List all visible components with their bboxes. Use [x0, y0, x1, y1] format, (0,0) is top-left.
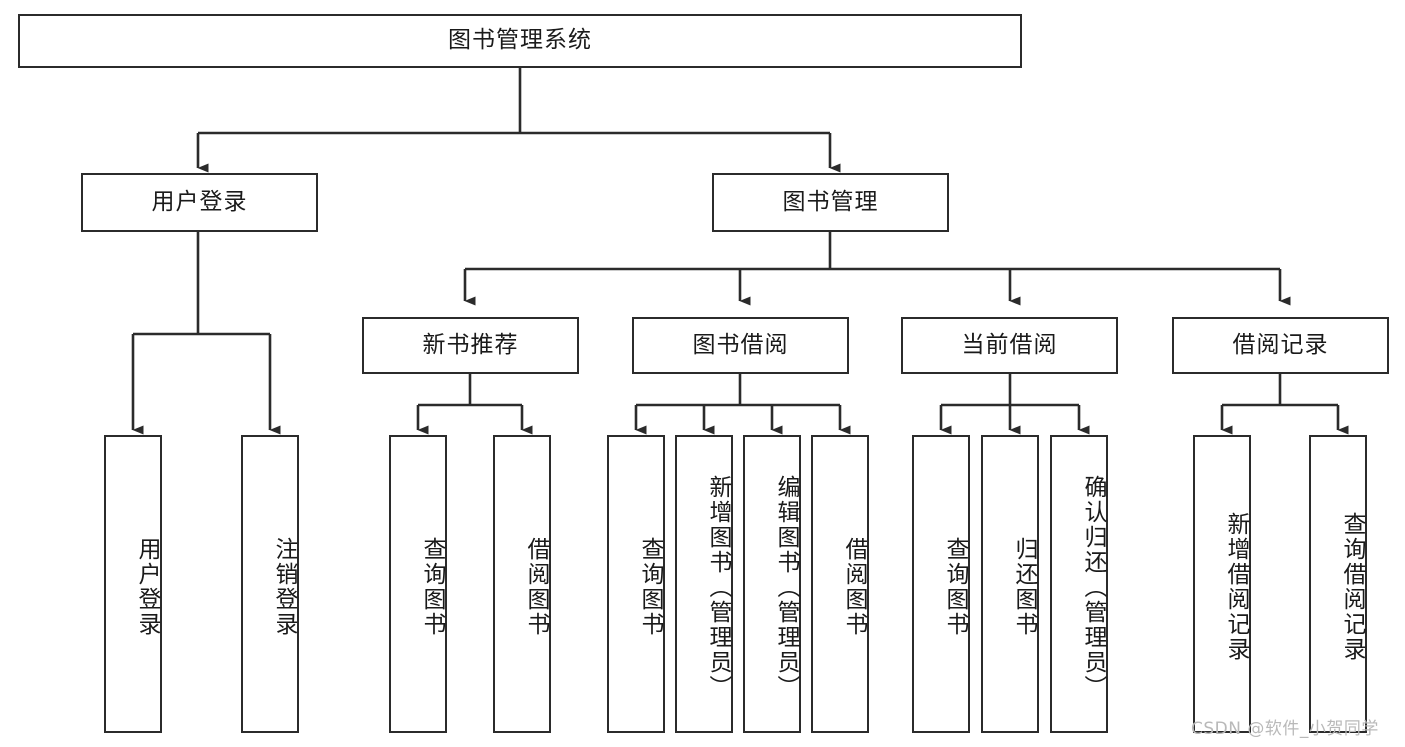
leaf-user-login-signin[interactable]: 用户登录 [104, 435, 162, 733]
node-root-system[interactable]: 图书管理系统 [18, 14, 1022, 68]
leaf-new-book-borrow-label: 借阅图书 [523, 537, 549, 637]
node-book-borrow[interactable]: 图书借阅 [632, 317, 849, 374]
leaf-current-borrow-return[interactable]: 归还图书 [981, 435, 1039, 733]
leaf-book-borrow-edit[interactable]: 编辑图书（管理员） [743, 435, 801, 733]
node-root-system-label: 图书管理系统 [448, 27, 592, 54]
node-current-borrow-label: 当前借阅 [961, 331, 1058, 358]
leaf-borrow-record-query-label: 查询借阅记录 [1339, 512, 1365, 662]
node-book-borrow-label: 图书借阅 [692, 331, 789, 358]
node-current-borrow[interactable]: 当前借阅 [901, 317, 1118, 374]
leaf-current-borrow-query-label: 查询图书 [942, 537, 968, 637]
node-book-management-label: 图书管理 [782, 188, 879, 215]
node-user-login[interactable]: 用户登录 [81, 173, 318, 232]
node-new-book-recommend[interactable]: 新书推荐 [362, 317, 579, 374]
node-borrow-record[interactable]: 借阅记录 [1172, 317, 1389, 374]
leaf-book-borrow-query[interactable]: 查询图书 [607, 435, 665, 733]
leaf-book-borrow-add[interactable]: 新增图书（管理员） [675, 435, 733, 733]
leaf-book-borrow-query-label: 查询图书 [637, 537, 663, 637]
node-book-management[interactable]: 图书管理 [712, 173, 949, 232]
leaf-current-borrow-query[interactable]: 查询图书 [912, 435, 970, 733]
leaf-book-borrow-add-label: 新增图书（管理员） [705, 474, 731, 700]
node-borrow-record-label: 借阅记录 [1232, 331, 1329, 358]
leaf-new-book-query[interactable]: 查询图书 [389, 435, 447, 733]
leaf-book-borrow-lend-label: 借阅图书 [841, 537, 867, 637]
leaf-book-borrow-lend[interactable]: 借阅图书 [811, 435, 869, 733]
leaf-current-borrow-confirm[interactable]: 确认归还（管理员） [1050, 435, 1108, 733]
leaf-current-borrow-return-label: 归还图书 [1011, 537, 1037, 637]
leaf-new-book-borrow[interactable]: 借阅图书 [493, 435, 551, 733]
leaf-user-login-signout-label: 注销登录 [271, 537, 297, 637]
leaf-borrow-record-add[interactable]: 新增借阅记录 [1193, 435, 1251, 733]
leaf-user-login-signin-label: 用户登录 [134, 537, 160, 637]
leaf-new-book-query-label: 查询图书 [419, 537, 445, 637]
csdn-watermark: CSDN @软件_小贺同学 [1191, 719, 1379, 739]
leaf-current-borrow-confirm-label: 确认归还（管理员） [1080, 474, 1106, 700]
node-user-login-label: 用户登录 [151, 188, 248, 215]
leaf-borrow-record-add-label: 新增借阅记录 [1223, 512, 1249, 662]
leaf-book-borrow-edit-label: 编辑图书（管理员） [773, 474, 799, 700]
leaf-user-login-signout[interactable]: 注销登录 [241, 435, 299, 733]
node-new-book-recommend-label: 新书推荐 [422, 331, 519, 358]
leaf-borrow-record-query[interactable]: 查询借阅记录 [1309, 435, 1367, 733]
